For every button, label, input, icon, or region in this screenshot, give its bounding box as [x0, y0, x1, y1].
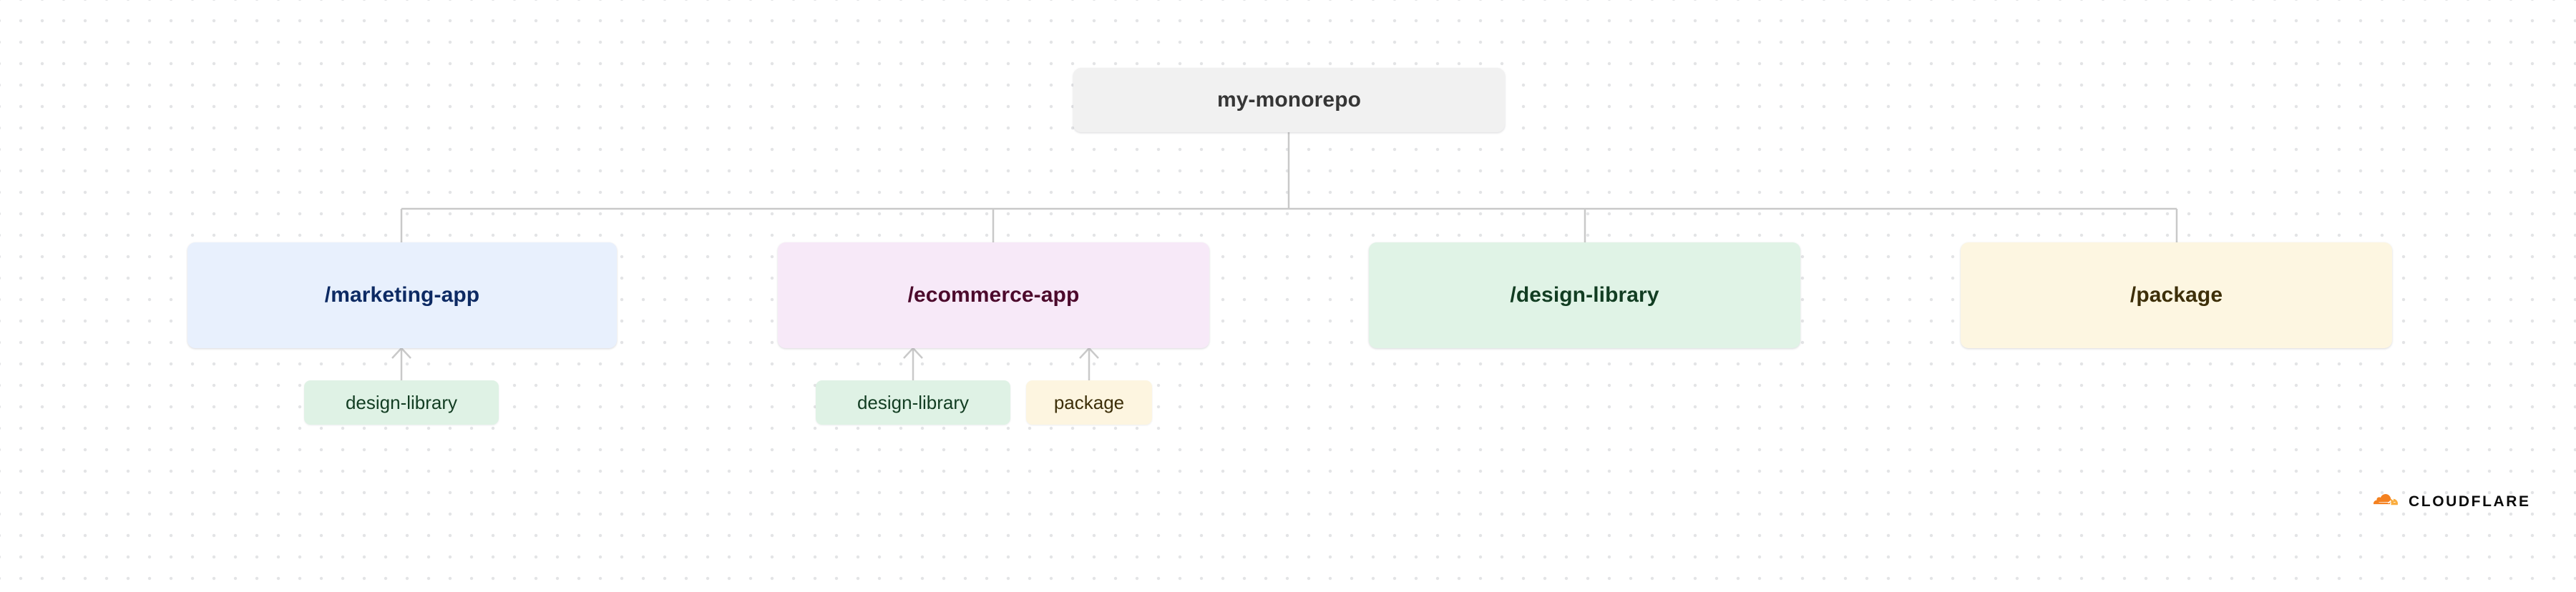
cloudflare-cloud-icon — [2367, 493, 2400, 510]
cloudflare-logo: CLOUDFLARE — [2367, 493, 2531, 510]
node-label: /design-library — [1510, 283, 1659, 307]
pill-label: design-library — [345, 391, 458, 413]
node-my-monorepo[interactable]: my-monorepo — [1073, 68, 1505, 132]
node-package[interactable]: /package — [1961, 242, 2392, 348]
node-marketing-app[interactable]: /marketing-app — [187, 242, 617, 348]
pill-marketing-dep-design-library[interactable]: design-library — [304, 380, 499, 425]
arrowhead-ecommerce-design-library — [903, 347, 923, 359]
arrowhead-ecommerce-package — [1079, 347, 1099, 359]
arrowhead-marketing-design-library — [391, 347, 411, 359]
node-ecommerce-app[interactable]: /ecommerce-app — [778, 242, 1209, 348]
pill-ecommerce-dep-design-library[interactable]: design-library — [816, 380, 1010, 425]
node-label: /package — [2129, 283, 2223, 307]
node-label: my-monorepo — [1216, 88, 1362, 112]
node-design-library[interactable]: /design-library — [1369, 242, 1800, 348]
pill-label: package — [1053, 391, 1125, 413]
node-label: /ecommerce-app — [907, 283, 1080, 307]
pill-label: design-library — [857, 391, 970, 413]
pill-ecommerce-dep-package[interactable]: package — [1026, 380, 1152, 425]
cloudflare-wordmark: CLOUDFLARE — [2409, 493, 2531, 510]
node-label: /marketing-app — [324, 283, 480, 307]
